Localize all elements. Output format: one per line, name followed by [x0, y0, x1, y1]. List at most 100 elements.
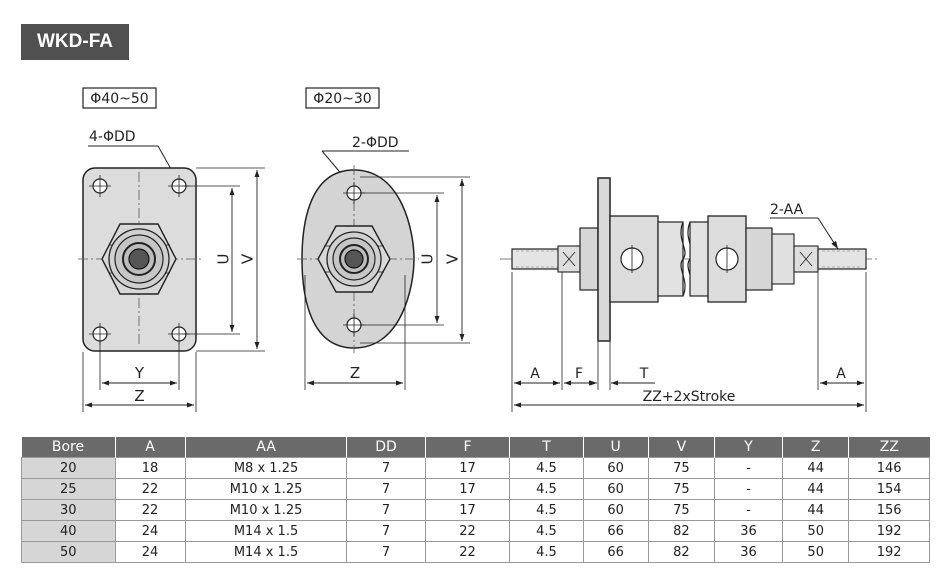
column-header: Z [782, 437, 850, 458]
table-cell: 7 [346, 457, 426, 479]
hole-label-small: 2-ΦDD [352, 135, 399, 151]
table-cell: - [713, 499, 784, 521]
table-cell: 4.5 [509, 478, 584, 500]
column-header: AA [185, 437, 348, 458]
bore-label-box-large [82, 87, 157, 109]
thread-label: 2-AA [770, 202, 804, 218]
flange-plate-side [597, 177, 611, 342]
table-cell: 146 [848, 457, 930, 479]
column-header: U [583, 437, 649, 458]
bore-label-small: Φ20~30 [313, 91, 371, 107]
dim-z-large: Z [134, 387, 144, 405]
table-cell: 66 [582, 520, 649, 542]
column-header: ZZ [848, 437, 930, 458]
dim-z-small: Z [350, 364, 360, 382]
table-cell: 22 [114, 499, 186, 521]
column-header: A [115, 437, 186, 458]
table-cell: 60 [582, 499, 649, 521]
table-cell: 7 [346, 478, 426, 500]
table-cell-bore: 50 [21, 541, 116, 563]
column-header: DD [346, 437, 426, 458]
table-cell: 60 [582, 478, 649, 500]
table-cell-bore: 25 [21, 478, 116, 500]
table-cell: 22 [114, 478, 186, 500]
table-cell: 22 [424, 520, 511, 542]
rod-end-icon [344, 249, 364, 269]
table-cell: 4.5 [509, 457, 584, 479]
table-cell: 50 [782, 541, 850, 563]
hole-label-large: 4-ΦDD [89, 129, 136, 145]
table-cell: M14 x 1.5 [184, 520, 348, 542]
table-cell: 66 [582, 541, 649, 563]
dim-f: F [575, 366, 583, 382]
table-cell: 44 [782, 478, 850, 500]
table-cell: 75 [647, 499, 715, 521]
table-cell: 192 [848, 541, 930, 563]
table-cell-bore: 20 [21, 457, 116, 479]
table-cell: - [713, 478, 784, 500]
table-row: 40 24 M14 x 1.5 7 22 4.5 66 82 36 50 192 [21, 520, 930, 542]
right-threaded-rod [817, 248, 867, 270]
table-cell: 75 [647, 478, 715, 500]
table-cell: 7 [346, 541, 426, 563]
table-row: 30 22 M10 x 1.25 7 17 4.5 60 75 - 44 156 [21, 499, 930, 521]
table-row: 20 18 M8 x 1.25 7 17 4.5 60 75 - 44 146 [21, 457, 930, 479]
column-header: V [648, 437, 715, 458]
table-cell: 50 [782, 520, 850, 542]
column-header: Bore [21, 437, 116, 458]
table-cell: 75 [647, 457, 715, 479]
dim-total-length: ZZ+2xStroke [643, 389, 736, 405]
table-cell: 24 [114, 520, 186, 542]
table-cell: 17 [424, 478, 511, 500]
table-cell: 44 [782, 499, 850, 521]
column-header: F [425, 437, 511, 458]
bore-label-box-small [305, 87, 380, 109]
table-cell: 17 [424, 457, 511, 479]
dim-u-small: U [419, 254, 437, 265]
table-cell: 24 [114, 541, 186, 563]
table-cell: 4.5 [509, 499, 584, 521]
dim-u-large: U [215, 254, 233, 265]
table-cell: M10 x 1.25 [184, 499, 348, 521]
table-cell-bore: 40 [21, 520, 116, 542]
table-cell-bore: 30 [21, 499, 116, 521]
table-cell: M10 x 1.25 [184, 478, 348, 500]
table-cell: - [713, 457, 784, 479]
spec-table: Bore A AA DD F T U V Y Z ZZ 20 18 M8 x 1… [21, 437, 930, 563]
table-cell: 82 [647, 520, 715, 542]
table-cell: M14 x 1.5 [184, 541, 348, 563]
table-cell: 7 [346, 499, 426, 521]
bore-label-large: Φ40~50 [90, 91, 148, 107]
table-cell: 18 [114, 457, 186, 479]
dim-y-large: Y [134, 364, 145, 382]
table-cell: 36 [713, 541, 784, 563]
table-cell: 4.5 [509, 520, 584, 542]
dim-a-right: A [836, 366, 846, 382]
model-title: WKD-FA [21, 24, 129, 60]
table-cell: 22 [424, 541, 511, 563]
table-cell: 17 [424, 499, 511, 521]
small-flange-view: Φ20~30 2-ΦDD U V Z [297, 87, 470, 390]
table-row: 50 24 M14 x 1.5 7 22 4.5 66 82 36 50 192 [21, 541, 930, 563]
technical-drawing: Φ40~50 4-ΦDD [78, 87, 880, 412]
table-cell: 82 [647, 541, 715, 563]
dim-a-left: A [530, 366, 540, 382]
table-cell: 192 [848, 520, 930, 542]
table-cell: 4.5 [509, 541, 584, 563]
table-cell: 7 [346, 520, 426, 542]
dim-v-large: V [239, 253, 257, 264]
table-header-row: Bore A AA DD F T U V Y Z ZZ [21, 437, 930, 458]
table-cell: 36 [713, 520, 784, 542]
column-header: T [509, 437, 584, 458]
dim-t: T [639, 366, 649, 382]
table-cell: 60 [582, 457, 649, 479]
table-cell: 44 [782, 457, 850, 479]
table-cell: M8 x 1.25 [184, 457, 348, 479]
rod-end-icon [128, 248, 150, 270]
column-header: Y [714, 437, 784, 458]
table-cell: 154 [848, 478, 930, 500]
table-cell: 156 [848, 499, 930, 521]
left-threaded-rod [511, 248, 563, 270]
cylinder-side-view: 2-AA A F T A ZZ+2xStroke [500, 177, 880, 412]
large-flange-view: Φ40~50 4-ΦDD [78, 87, 265, 412]
